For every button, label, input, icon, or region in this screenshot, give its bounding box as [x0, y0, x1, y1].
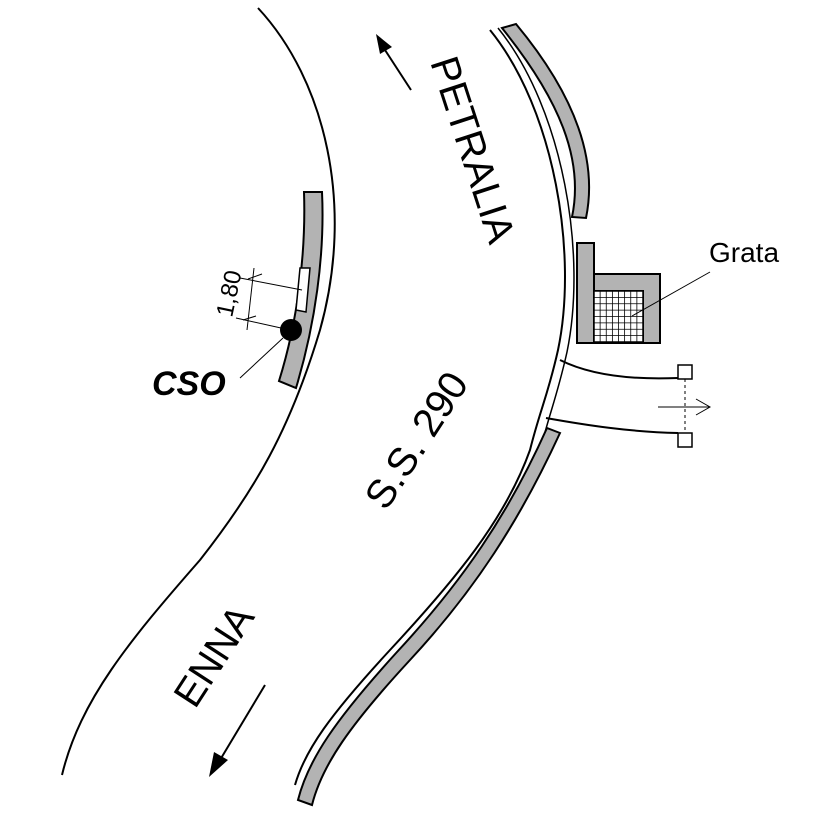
road-name-label: S.S. 290 [357, 364, 477, 517]
guardrail-upper-right [500, 22, 590, 220]
dimension-label: 1,80 [211, 268, 247, 319]
dimension-lines [235, 267, 303, 331]
grata-leader-line [631, 271, 711, 317]
road-edge-right-inner [294, 29, 566, 786]
side-road-top-edge [559, 359, 679, 380]
arrow-enna [209, 684, 266, 777]
bollard-top [677, 364, 693, 380]
cso-label: CSO [152, 365, 226, 403]
guardrail-lower-right [296, 426, 562, 807]
petralia-label: PETRALIA [421, 51, 523, 249]
side-road-bottom-edge [545, 417, 679, 434]
grata-label: Grata [709, 237, 779, 268]
arrow-petralia [376, 34, 412, 91]
bollard-bottom [677, 432, 693, 448]
road-edge-left [61, 7, 336, 776]
instrument-box [295, 267, 311, 313]
outlet-arrow [658, 398, 712, 416]
cso-leader-line [239, 337, 284, 379]
grate-grid [593, 290, 644, 343]
enna-label: ENNA [166, 597, 264, 714]
cso-point [280, 319, 302, 341]
